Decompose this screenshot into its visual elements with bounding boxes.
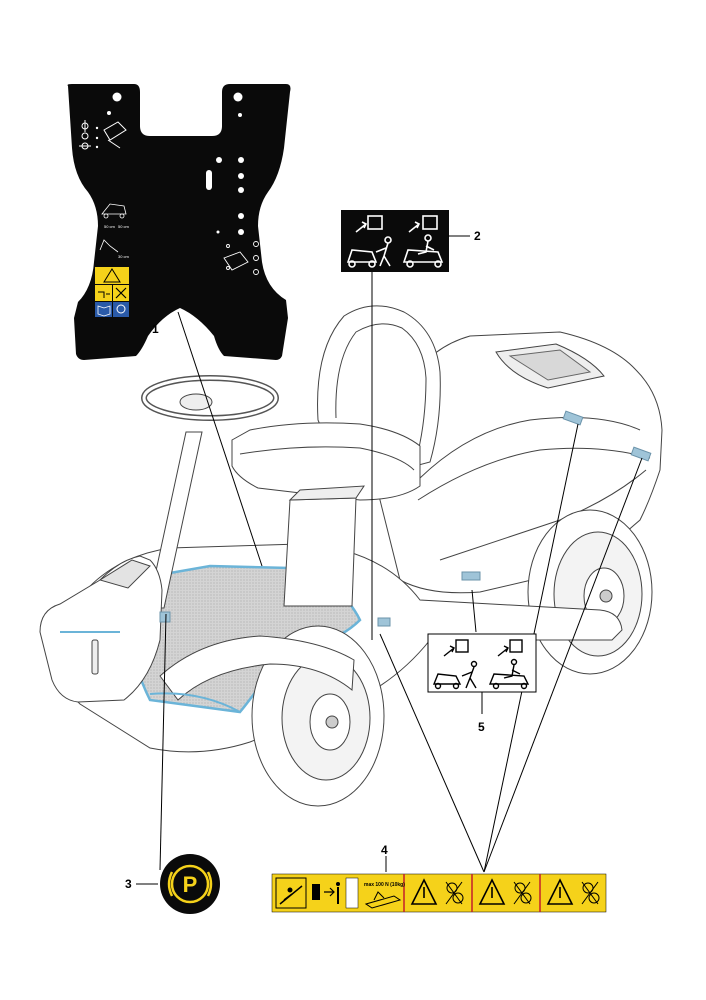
warning-blade-group-1 xyxy=(410,878,464,905)
callout-3: 3 xyxy=(125,877,132,891)
decal-2-tilt-warning xyxy=(341,210,449,272)
decal-5-location xyxy=(461,571,481,581)
callout-2: 2 xyxy=(474,229,481,243)
parking-brake-icon: P xyxy=(183,872,198,897)
front-hood xyxy=(39,555,163,703)
callout-1: 1 xyxy=(152,322,159,336)
decal-1-label-b: 50 cm xyxy=(118,224,130,229)
callout-4: 4 xyxy=(381,843,388,857)
warning-blade-group-3 xyxy=(546,878,600,905)
rider-mower xyxy=(39,305,663,807)
manual-icon xyxy=(95,302,112,317)
decal-1-label-c: 30 cm xyxy=(118,254,130,259)
warning-blade-group-2 xyxy=(478,878,532,905)
decal-4-location-a xyxy=(562,410,584,426)
decal-1-floor-plate: 50 cm 50 cm 30 cm xyxy=(67,84,291,360)
decal-4-location-b xyxy=(630,446,652,462)
warning-triangle-icon xyxy=(103,268,121,283)
weight-limit-label: max 100 N (10kg) xyxy=(364,882,405,888)
leader-lines xyxy=(136,235,643,885)
decal-5-tilt-warning xyxy=(427,633,537,693)
rollover-icon xyxy=(275,877,307,909)
decal-3-location xyxy=(159,611,171,623)
decal-4-location-c xyxy=(377,617,391,627)
decal-4-warning-strip: max 100 N (10kg) xyxy=(271,873,607,913)
callout-5: 5 xyxy=(478,720,485,734)
warning-box xyxy=(95,267,129,284)
decal-1-label-a: 50 cm xyxy=(104,224,116,229)
decal-3-parking-brake: P xyxy=(160,854,220,914)
blade-hazard-icon xyxy=(115,287,127,299)
